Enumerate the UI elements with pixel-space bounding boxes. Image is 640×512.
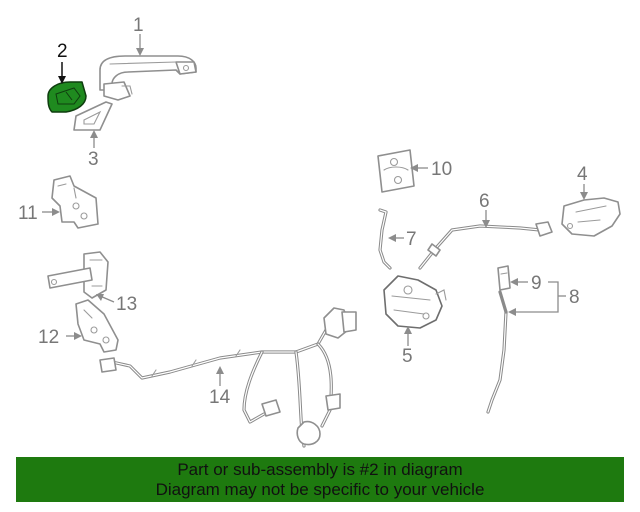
callout-8[interactable]: 8	[569, 287, 580, 308]
callout-12[interactable]: 12	[38, 327, 59, 348]
callout-10[interactable]: 10	[431, 159, 452, 180]
part-1-door-handle[interactable]	[99, 55, 197, 101]
part-3-gasket[interactable]	[73, 101, 113, 131]
part-2-handle-cap[interactable]	[47, 81, 87, 113]
part-4-inside-handle[interactable]	[561, 197, 621, 237]
part-14-wiring-harness[interactable]	[99, 307, 357, 448]
part-5-lock-actuator[interactable]	[383, 275, 447, 329]
banner-line-1: Part or sub-assembly is #2 in diagram	[177, 460, 463, 479]
part-8-lock-rod[interactable]	[486, 290, 508, 414]
callout-9[interactable]: 9	[531, 273, 542, 294]
part-10-striker[interactable]	[377, 149, 415, 193]
info-banner: Part or sub-assembly is #2 in diagram Di…	[16, 457, 624, 502]
callout-14[interactable]: 14	[209, 387, 231, 408]
part-11-upper-hinge[interactable]	[51, 175, 99, 229]
banner-line-2: Diagram may not be specific to your vehi…	[155, 480, 485, 499]
part-13-door-check[interactable]	[47, 251, 109, 299]
part-6-cable[interactable]	[418, 221, 553, 270]
callout-2[interactable]: 2	[57, 41, 68, 62]
callout-6[interactable]: 6	[479, 191, 490, 212]
callout-1[interactable]: 1	[133, 15, 144, 36]
parts-diagram: 1 2 3 11 13 12	[18, 15, 621, 448]
callout-11[interactable]: 11	[18, 203, 38, 224]
callout-7[interactable]: 7	[406, 229, 417, 250]
callout-13[interactable]: 13	[116, 294, 137, 315]
callout-5[interactable]: 5	[402, 346, 413, 367]
part-9-clip[interactable]	[497, 265, 511, 291]
callout-3[interactable]: 3	[88, 149, 99, 170]
part-12-lower-hinge[interactable]	[75, 299, 119, 353]
callout-4[interactable]: 4	[577, 164, 588, 185]
part-7-rod[interactable]	[378, 208, 392, 270]
